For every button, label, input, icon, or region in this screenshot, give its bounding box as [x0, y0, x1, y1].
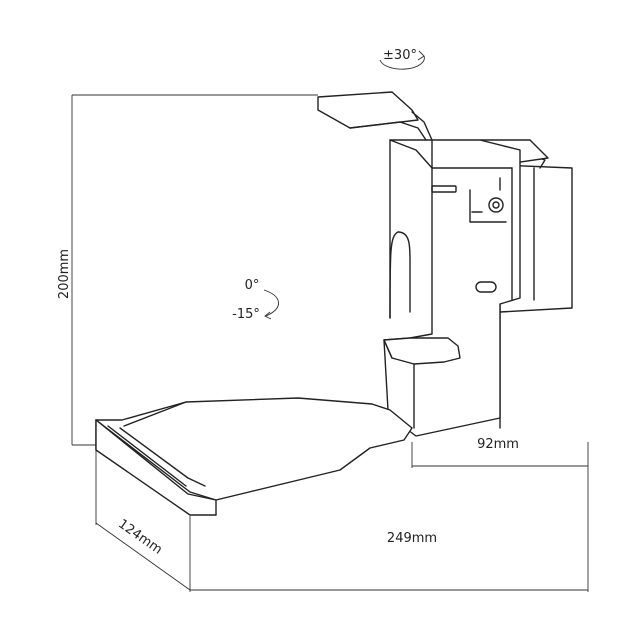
lower-clip	[383, 337, 461, 429]
swivel-rotation-icon	[379, 50, 425, 70]
tilt-negative-label: -15°	[232, 307, 260, 322]
depth-dimension-line	[95, 445, 191, 591]
offset-dimension-line	[411, 442, 588, 468]
shelf-platform	[95, 397, 413, 516]
offset-dimension-label: 92mm	[477, 437, 519, 452]
tilt-zero-label: 0°	[245, 278, 260, 293]
height-dimension-label: 200mm	[57, 249, 72, 299]
height-dimension-line	[71, 94, 318, 446]
width-dimension-label: 249mm	[387, 531, 437, 546]
width-dimension-line	[189, 442, 589, 592]
tilt-rotation-icon	[263, 289, 279, 320]
front-lip	[95, 419, 217, 516]
depth-dimension-label: 124mm	[115, 517, 165, 558]
swivel-angle-label: ±30°	[383, 48, 417, 63]
arm-fittings	[431, 177, 507, 293]
top-mounting-plate	[317, 91, 433, 169]
